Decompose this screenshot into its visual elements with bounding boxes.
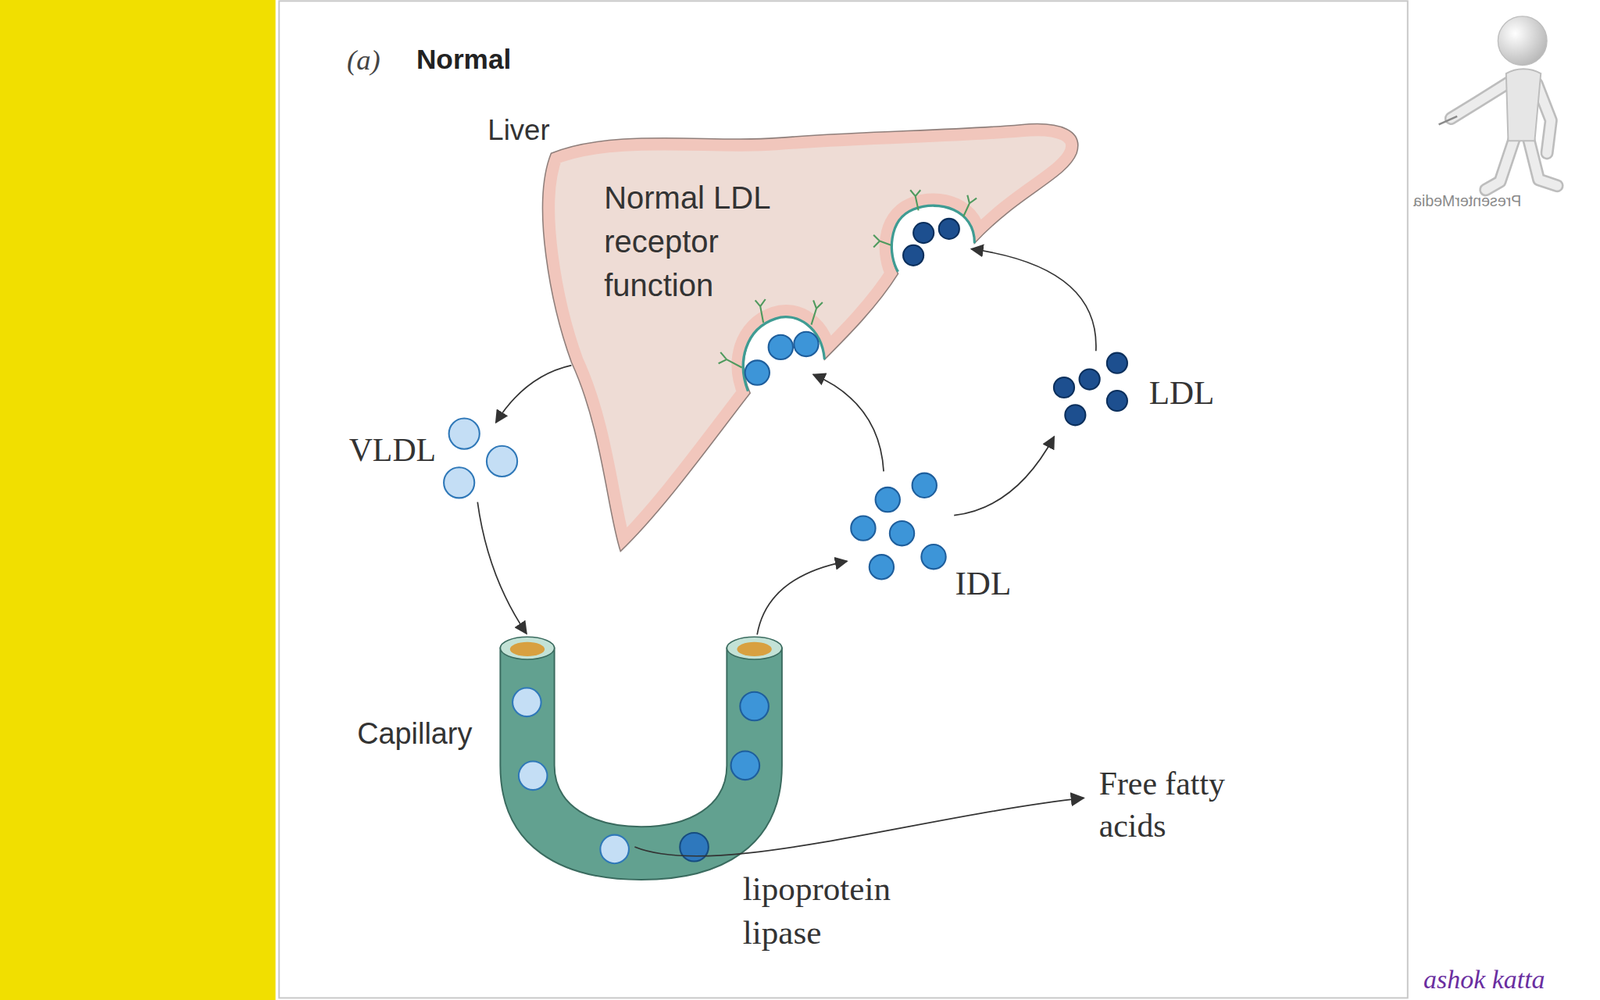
capillary-shape-art — [352, 632, 786, 883]
lipoprotein-particle — [1107, 390, 1128, 411]
path-shape — [1536, 83, 1551, 154]
flow-arrow — [971, 249, 1096, 352]
lipoprotein-particle — [1107, 353, 1128, 374]
path-shape — [1439, 116, 1458, 125]
lipoprotein-particle — [1065, 405, 1086, 426]
lipoprotein-particle — [912, 473, 937, 498]
flow-arrow — [477, 502, 527, 634]
path-shape — [1506, 68, 1541, 141]
lipoprotein-particle — [449, 417, 480, 449]
tube-lumen — [509, 642, 544, 657]
path-shape — [718, 352, 743, 368]
particle-label: IDL — [955, 564, 1012, 604]
product-label: Free fatty acids — [1099, 763, 1253, 847]
tube-opening — [726, 636, 783, 660]
g-shape — [1450, 81, 1558, 190]
lipoprotein-particle — [512, 687, 542, 717]
lipoprotein-particle — [875, 487, 900, 512]
path-shape — [1485, 139, 1515, 190]
tube-lumen — [736, 642, 772, 657]
particle-label: VLDL — [349, 431, 436, 469]
organ-note: Normal LDL receptor function — [603, 175, 792, 308]
figure-panel — [278, 0, 1408, 998]
fatty-acid-arrow — [634, 797, 1084, 856]
particle-label: LDL — [1149, 373, 1215, 413]
path-shape — [1528, 139, 1558, 186]
liver-body — [542, 123, 1078, 551]
path-shape — [1528, 139, 1558, 186]
path-shape — [542, 123, 1078, 551]
coated-pit — [891, 205, 975, 272]
path-shape — [1536, 83, 1551, 154]
lipoprotein-particle — [850, 516, 875, 541]
particle-cluster: IDL — [846, 471, 1016, 608]
lipoprotein-particle — [443, 467, 475, 498]
yellow-band — [0, 0, 276, 1000]
capillary-shape: Capillary — [352, 632, 786, 883]
coated-pit — [742, 316, 825, 391]
organ-heading: Liver — [487, 114, 550, 147]
lipoprotein-particle — [744, 360, 769, 385]
lipoprotein-particle — [889, 521, 915, 546]
flow-arrow — [496, 365, 572, 423]
lipoprotein-particle — [793, 331, 818, 356]
path-shape — [873, 234, 891, 247]
lipoprotein-particle — [730, 750, 760, 780]
presenter-figure — [1439, 16, 1558, 190]
lipoprotein-particle — [939, 218, 960, 240]
liver-outline — [542, 123, 1078, 551]
lipoprotein-particle — [1053, 377, 1075, 398]
g-shape — [1450, 81, 1558, 190]
tube-opening — [500, 636, 554, 660]
path-shape — [1450, 81, 1511, 118]
lipoprotein-particle — [486, 446, 518, 477]
circle-shape — [1497, 16, 1547, 66]
lipoprotein-particle — [768, 334, 793, 359]
liver-shape-art — [479, 112, 1083, 557]
path-shape — [542, 123, 1078, 551]
path-shape — [910, 189, 921, 211]
lipoprotein-particle — [869, 555, 894, 580]
panel-letter: (a) — [346, 43, 381, 77]
ldl-receptor — [718, 189, 977, 368]
lipoprotein-particle — [921, 544, 946, 569]
author-signature: ashok katta — [1423, 964, 1546, 995]
flow-arrow — [757, 560, 847, 635]
vessel-heading: Capillary — [357, 717, 472, 752]
lipoprotein-particle — [903, 244, 924, 265]
lipoprotein-particle — [518, 760, 548, 790]
path-shape — [1485, 139, 1515, 190]
path-shape — [755, 299, 766, 323]
lipoprotein-particle — [600, 834, 629, 864]
path-shape — [963, 194, 977, 216]
particle-cluster: VLDL — [346, 413, 521, 503]
path-shape — [810, 300, 822, 325]
capillary-tube — [500, 647, 782, 879]
enzyme-label: lipoprotein lipase — [742, 867, 917, 955]
particle-cluster: LDL — [1050, 350, 1217, 429]
flow-arrow — [813, 374, 884, 472]
panel-title: Normal — [416, 43, 511, 76]
flow-arrow — [953, 436, 1054, 516]
lipoprotein-particle — [913, 222, 934, 243]
liver-shape: LiverNormal LDL receptor function — [479, 112, 1083, 557]
lipoprotein-particle — [679, 832, 709, 862]
path-shape — [1450, 81, 1511, 118]
lipoprotein-particle — [1079, 369, 1100, 390]
watermark: PresenterMedia — [1413, 192, 1522, 211]
lipoprotein-particle — [739, 692, 769, 722]
